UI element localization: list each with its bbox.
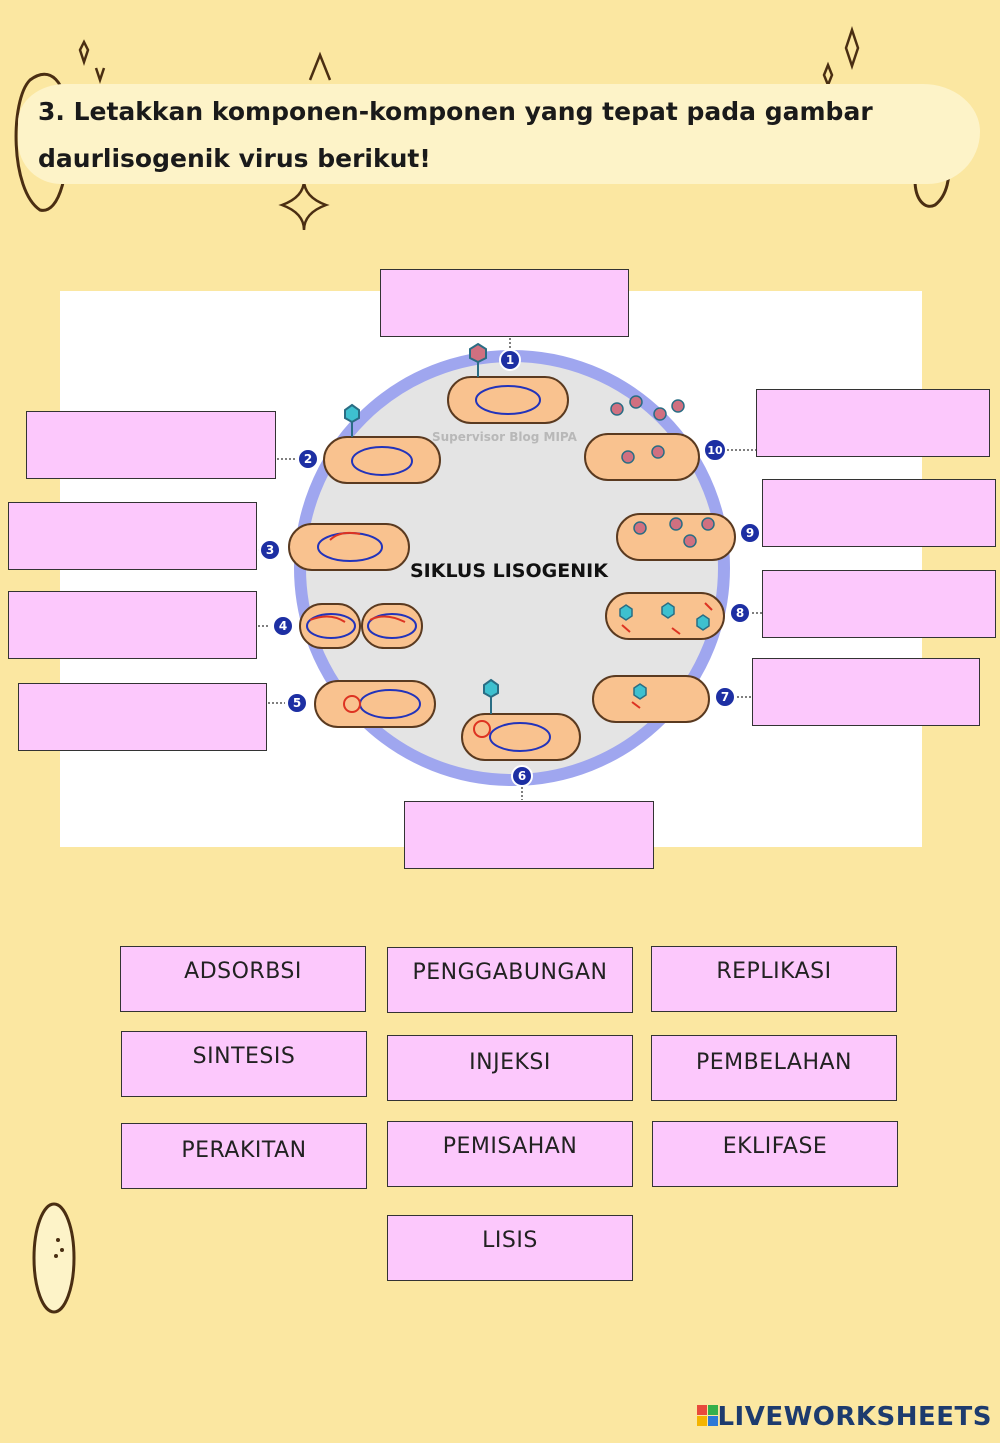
drop-zone-7[interactable] [752,658,980,726]
svg-text:9: 9 [746,526,754,540]
option-perakitan[interactable]: PERAKITAN [121,1123,367,1189]
option-pembelahan[interactable]: PEMBELAHAN [651,1035,897,1101]
svg-text:3: 3 [266,543,274,557]
svg-text:1: 1 [506,353,514,367]
brand-label: LIVEWORKSHEETS [717,1402,992,1432]
option-penggabungan[interactable]: PENGGABUNGAN [387,947,633,1013]
option-injeksi[interactable]: INJEKSI [387,1035,633,1101]
svg-text:6: 6 [518,769,526,783]
diagram-panel: Supervisor Blog MIPA SIKLUS LISOGENIK [60,291,922,847]
question-text: 3. Letakkan komponen-komponen yang tepat… [38,88,938,182]
svg-text:10: 10 [707,444,723,457]
drop-zone-2[interactable] [26,411,276,479]
question-line-2: daurlisogenik virus berikut! [38,144,431,173]
step-badge-5: 5 [286,692,308,714]
lysogenic-cycle-diagram: Supervisor Blog MIPA SIKLUS LISOGENIK [258,338,762,800]
step-badge-10: 10 [703,438,727,462]
option-pemisahan[interactable]: PEMISAHAN [387,1121,633,1187]
drop-zone-8[interactable] [762,570,996,638]
option-adsorbsi[interactable]: ADSORBSI [120,946,366,1012]
drop-zone-10[interactable] [756,389,990,457]
step-badge-9: 9 [739,522,761,544]
step-badge-8: 8 [729,602,751,624]
step-badge-3: 3 [259,539,281,561]
drop-zone-9[interactable] [762,479,996,547]
doodle-decoration [14,26,951,231]
drop-zone-3[interactable] [8,502,257,570]
option-lisis[interactable]: LISIS [387,1215,633,1281]
step-badge-4: 4 [272,615,294,637]
svg-text:2: 2 [304,452,312,466]
svg-text:8: 8 [736,606,744,620]
drop-zone-6[interactable] [404,801,654,869]
svg-text:7: 7 [721,690,729,704]
question-line-1: 3. Letakkan komponen-komponen yang tepat… [38,97,873,126]
question-banner [18,84,980,184]
drop-zone-4[interactable] [8,591,257,659]
option-sintesis[interactable]: SINTESIS [121,1031,367,1097]
liveworksheets-logo-icon [697,1405,718,1426]
bean-doodle [32,1202,76,1314]
diagram-title: SIKLUS LISOGENIK [410,560,609,582]
step-badge-6: 6 [511,765,533,787]
drop-zone-5[interactable] [18,683,267,751]
step-badge-7: 7 [714,686,736,708]
svg-text:4: 4 [279,619,287,633]
option-eklifase[interactable]: EKLIFASE [652,1121,898,1187]
step-badge-2: 2 [297,448,319,470]
svg-text:5: 5 [293,696,301,710]
watermark-label: Supervisor Blog MIPA [432,430,578,444]
step-badge-1: 1 [499,349,521,371]
option-replikasi[interactable]: REPLIKASI [651,946,897,1012]
drop-zone-1[interactable] [380,269,629,337]
